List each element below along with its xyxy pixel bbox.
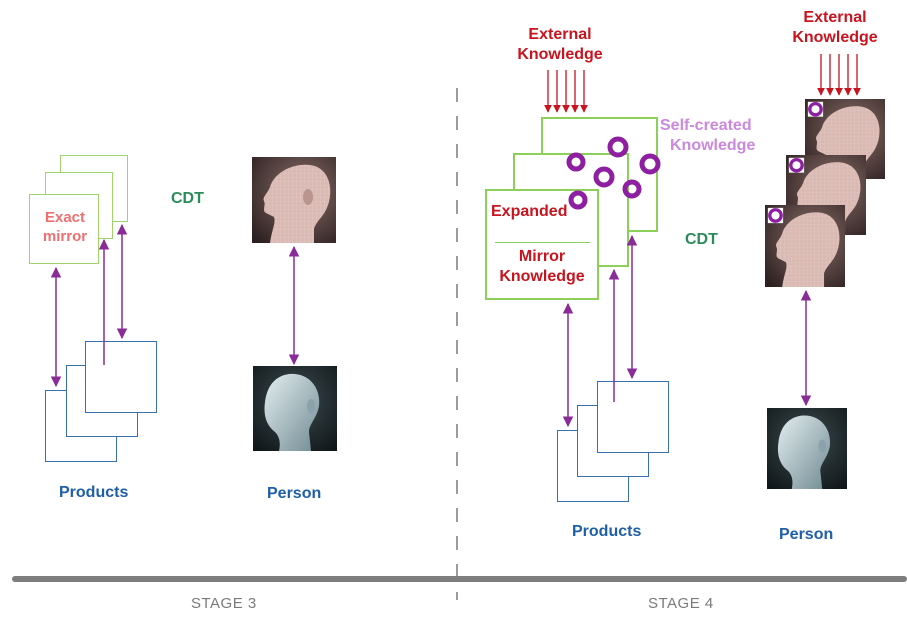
stage4-label: STAGE 4 [648,595,714,612]
exact-mirror-line1: Exact [44,209,86,226]
timeline-bar [12,576,907,582]
person-head-image [253,366,337,451]
self-created-line1: Self-created [660,117,752,134]
external-knowledge-line2: Knowledge [517,46,603,63]
expanded-divider [495,242,590,243]
cdt-label-stage3: CDT [171,190,204,207]
mirror-knowledge-line2: Knowledge [499,268,585,285]
cdt-label-stage4: CDT [685,231,718,248]
person-label-stage4: Person [779,526,834,543]
external-knowledge-label-2: External Knowledge [780,8,890,48]
mirror-knowledge-label: Mirror Knowledge [489,247,595,287]
external-knowledge-label: External Knowledge [505,25,615,65]
products-label-stage3: Products [59,484,129,501]
external-knowledge-line1: External [528,26,592,43]
products-label-stage4: Products [572,523,642,540]
external-knowledge-2-line1: External [803,9,867,26]
stage3-label: STAGE 3 [191,595,257,612]
mirror-knowledge-line1: Mirror [518,248,566,265]
person-label-stage3: Person [267,485,322,502]
person-head-image-s4 [767,408,847,489]
product-layer-front [85,341,157,413]
self-created-line2: Knowledge [670,137,756,154]
digital-head-image [252,157,336,243]
external-knowledge-2-line2: Knowledge [792,29,878,46]
digital-head-image-front [765,205,845,287]
expanded-label: Expanded [491,203,568,220]
self-created-knowledge-label: Self-created Knowledge [660,116,755,156]
product-layer-front-s4 [597,381,669,453]
exact-mirror-label: Exact mirror [31,208,99,246]
cdt-layer-front [29,194,99,264]
exact-mirror-line2: mirror [42,228,88,245]
